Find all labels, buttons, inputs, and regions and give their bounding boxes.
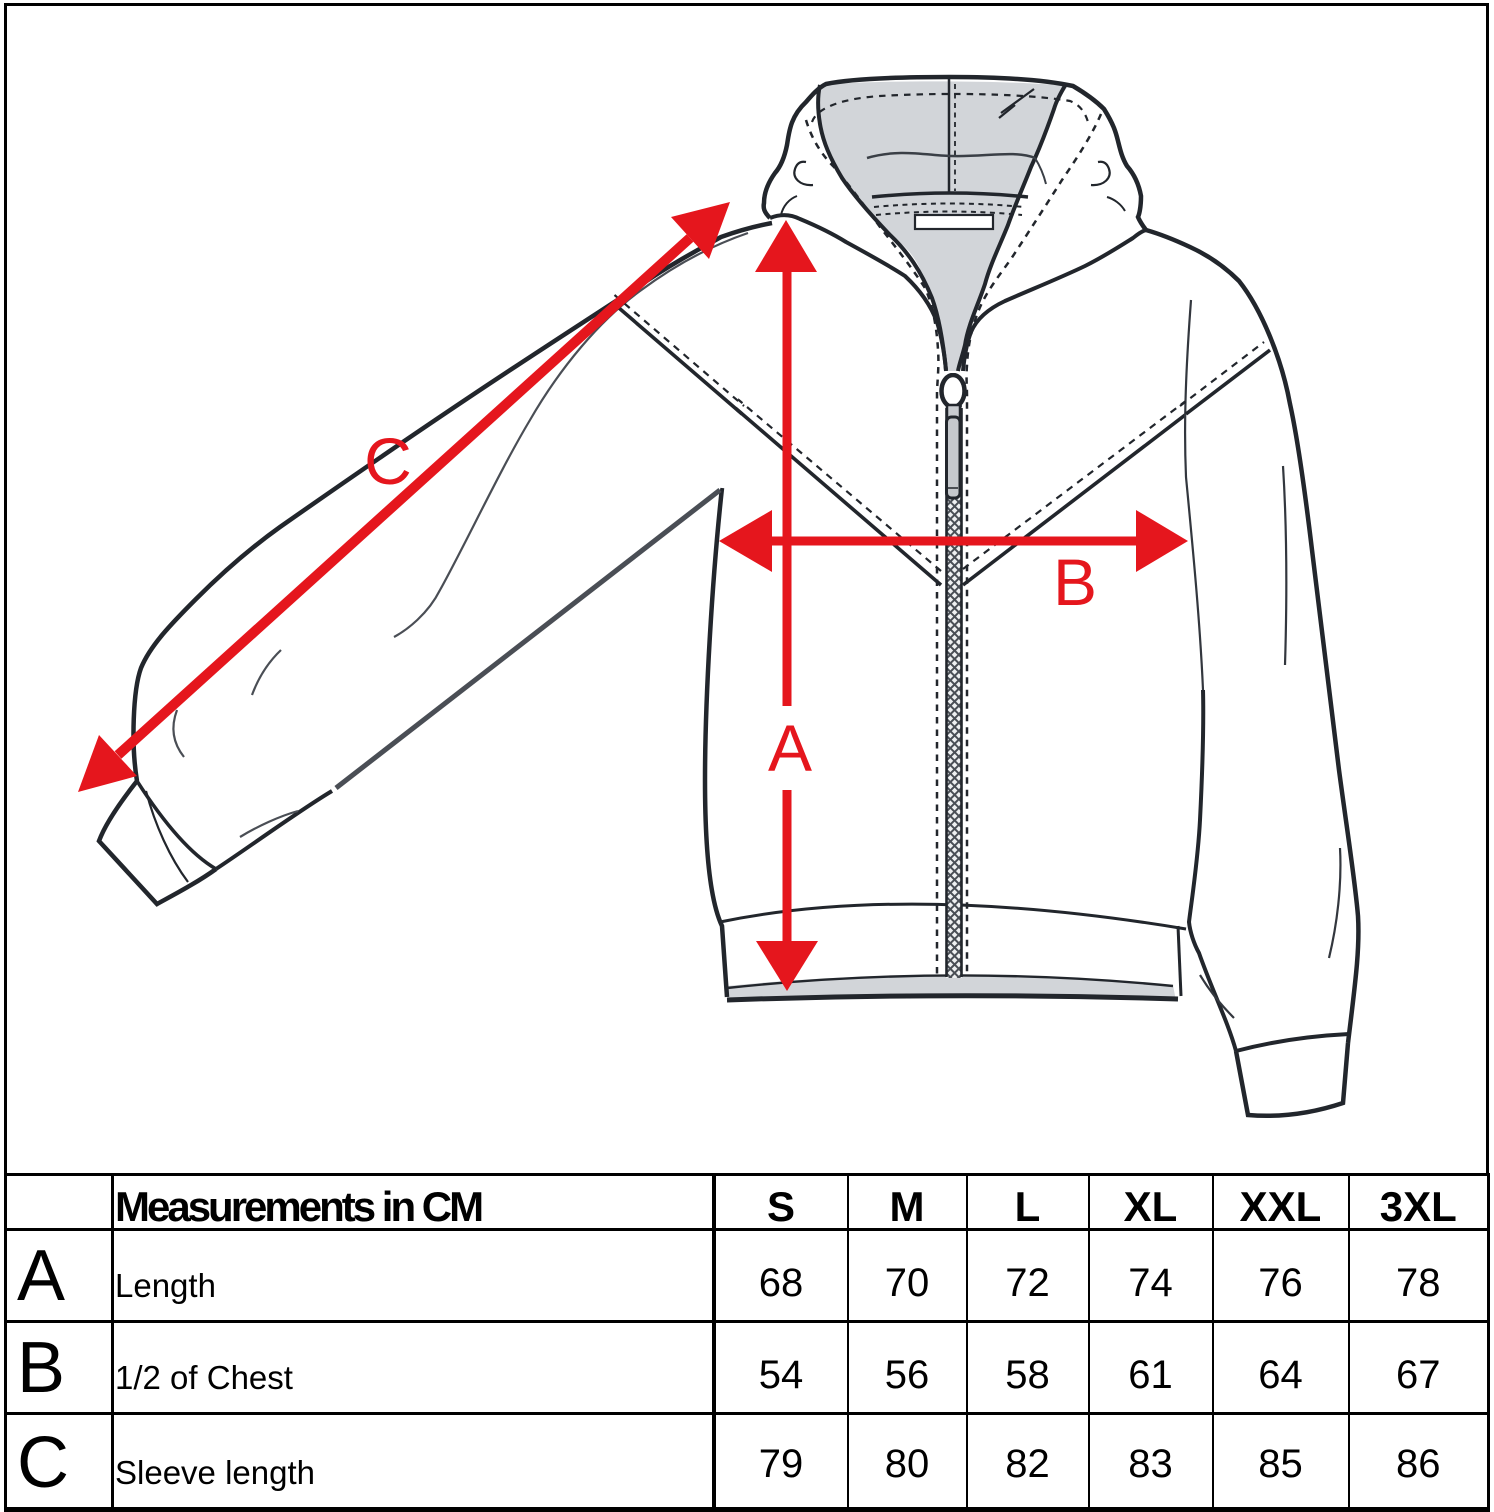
- svg-text:C: C: [364, 424, 412, 498]
- svg-text:A: A: [768, 711, 812, 785]
- svg-text:B: B: [1053, 545, 1097, 619]
